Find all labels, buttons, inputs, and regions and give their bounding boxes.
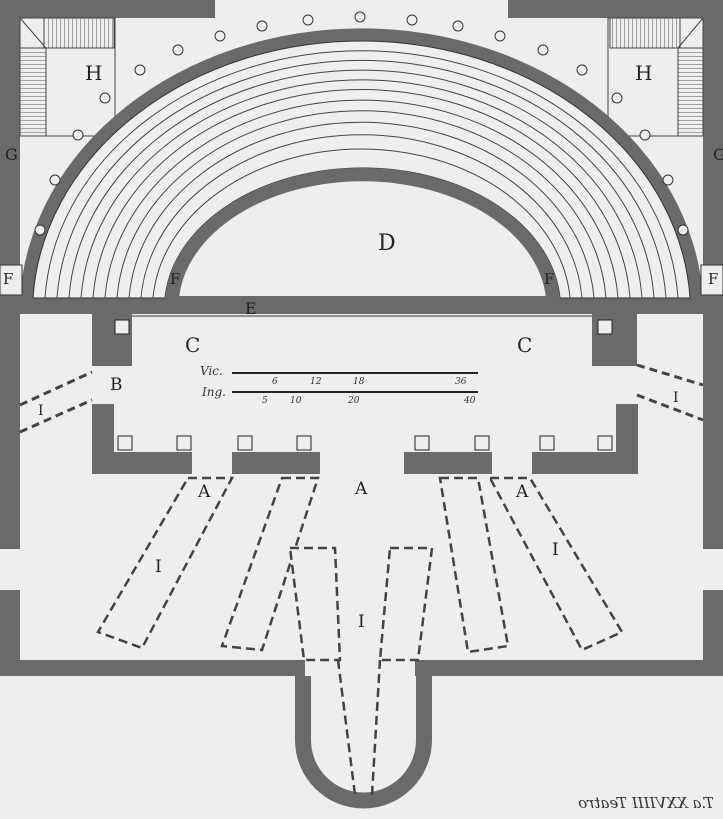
label-b: B	[110, 375, 123, 395]
ing-tick-1: 5	[262, 396, 268, 406]
vic-tick-2: 12	[310, 377, 322, 387]
scale-bar: Vic. Ing. 6 12 18 36 5 10 20 40	[200, 364, 478, 406]
label-i-far-left: I	[38, 403, 44, 419]
label-f-inner-right: F	[544, 270, 554, 288]
plate-caption-group: T.a XXVIIII Teatro	[578, 794, 714, 812]
label-c-left: C	[185, 333, 200, 357]
label-i-left: I	[155, 557, 162, 577]
ing-scale-label: Ing.	[201, 385, 226, 399]
label-c-right: C	[517, 333, 532, 357]
label-h-left: H	[85, 61, 102, 85]
plate-caption: T.a XXVIIII Teatro	[578, 794, 714, 812]
plan-labels: H H G G F F F F D E C C B A A A I I I I …	[3, 61, 723, 632]
side-passage-left	[19, 370, 93, 434]
cavea-niches	[34, 11, 689, 236]
label-i-center: I	[358, 612, 365, 632]
label-f-outer-right: F	[708, 270, 718, 288]
label-d-orchestra: D	[378, 231, 396, 256]
label-a-left: A	[197, 482, 211, 502]
label-i-right: I	[552, 540, 559, 560]
stair-block-left	[19, 17, 116, 137]
label-g-left: G	[5, 145, 18, 164]
outer-walls	[0, 0, 723, 676]
vic-tick-1: 6	[272, 377, 278, 387]
label-e: E	[245, 299, 257, 318]
scena-building	[92, 314, 638, 474]
stair-block-right	[607, 17, 704, 137]
ing-tick-2: 10	[290, 396, 302, 406]
apse	[295, 659, 432, 809]
ing-tick-4: 40	[463, 396, 476, 406]
label-g-right: G	[713, 145, 723, 164]
label-h-right: H	[635, 61, 652, 85]
cavea-end-piers	[0, 264, 723, 296]
label-f-inner-left: F	[170, 270, 180, 288]
label-a-right: A	[515, 482, 529, 502]
vic-scale-label: Vic.	[200, 364, 223, 378]
front-passages	[96, 476, 624, 662]
vic-tick-3: 18	[353, 377, 365, 387]
cavea-seating	[20, 28, 703, 299]
side-passage-right	[636, 363, 704, 422]
ing-tick-3: 20	[347, 396, 360, 406]
label-i-far-right: I	[673, 390, 679, 406]
orchestra-edge	[179, 296, 546, 299]
label-a-center: A	[354, 479, 368, 499]
vic-tick-4: 36	[455, 377, 467, 387]
label-f-outer-left: F	[3, 270, 13, 288]
